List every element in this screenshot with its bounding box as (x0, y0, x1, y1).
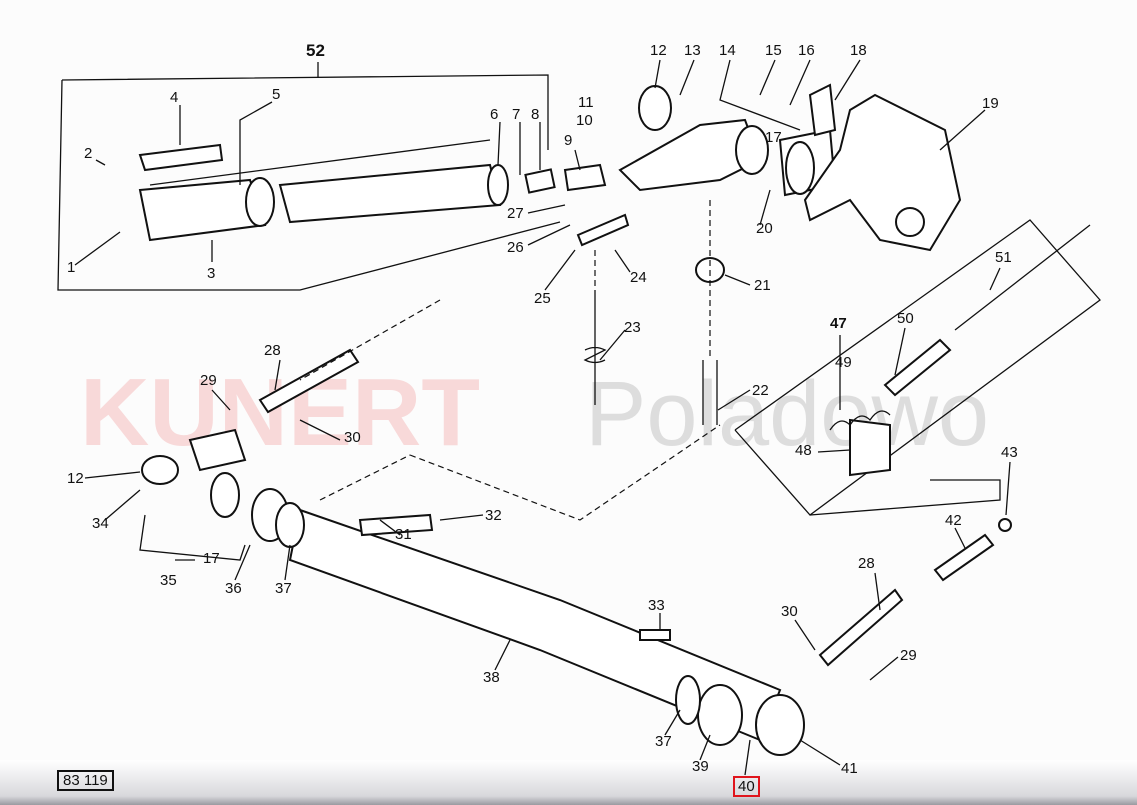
label-52: 52 (306, 41, 325, 60)
label-8: 8 (531, 106, 539, 123)
rod-51 (954, 224, 1091, 331)
label-5: 5 (272, 86, 280, 103)
label-34: 34 (92, 515, 109, 532)
label-16: 16 (798, 42, 815, 59)
label-6: 6 (490, 106, 498, 123)
block-48 (849, 418, 891, 477)
page-footer (0, 760, 1137, 805)
label-37: 37 (275, 580, 292, 597)
label-26: 26 (507, 239, 524, 256)
label-17-lower: 17 (203, 550, 220, 567)
label-33: 33 (648, 597, 665, 614)
label-13: 13 (684, 42, 701, 59)
label-10: 10 (576, 112, 593, 129)
label-2: 2 (84, 145, 92, 162)
label-24: 24 (630, 269, 647, 286)
label-28: 28 (264, 342, 281, 359)
leader-lines (74, 59, 1011, 776)
label-12-lower: 12 (67, 470, 84, 487)
label-21: 21 (754, 277, 771, 294)
label-15: 15 (765, 42, 782, 59)
label-19: 19 (982, 95, 999, 112)
label-9: 9 (564, 132, 572, 149)
label-47: 47 (830, 315, 847, 332)
group-35-bracket (139, 514, 246, 561)
label-39: 39 (692, 758, 709, 775)
lower-shaft-assembly (141, 348, 904, 756)
label-48: 48 (795, 442, 812, 459)
label-7: 7 (512, 106, 520, 123)
label-12: 12 (650, 42, 667, 59)
label-36: 36 (225, 580, 242, 597)
linkage-dashed-lines (299, 299, 721, 521)
label-17: 17 (765, 129, 782, 146)
group-47-frame (734, 219, 1101, 516)
label-35: 35 (160, 572, 177, 589)
label-27: 27 (507, 205, 524, 222)
label-32: 32 (485, 507, 502, 524)
figure-reference-box: 83 119 (57, 770, 114, 791)
upper-tube-assembly (138, 139, 607, 242)
label-25: 25 (534, 290, 551, 307)
label-30: 30 (344, 429, 361, 446)
lever-arm (618, 83, 962, 252)
sleeve-42 (933, 533, 995, 582)
label-42: 42 (945, 512, 962, 529)
label-3: 3 (207, 265, 215, 282)
page-number: 40 (733, 776, 760, 797)
watermark-place: Poladowo (585, 363, 989, 465)
label-41: 41 (841, 760, 858, 777)
label-23: 23 (624, 319, 641, 336)
label-50: 50 (897, 310, 914, 327)
label-31: 31 (395, 526, 412, 543)
label-14: 14 (719, 42, 736, 59)
label-28-lower: 28 (858, 555, 875, 572)
callout-labels: 52 1 2 3 4 5 6 7 8 9 10 11 12 13 14 15 1… (67, 41, 1018, 777)
label-18: 18 (850, 42, 867, 59)
label-1: 1 (67, 259, 75, 276)
label-51: 51 (995, 249, 1012, 266)
label-4: 4 (170, 89, 178, 106)
label-37-lower: 37 (655, 733, 672, 750)
label-29: 29 (200, 372, 217, 389)
label-38: 38 (483, 669, 500, 686)
sleeve-50 (883, 338, 952, 397)
nut-43 (998, 518, 1012, 532)
group-42-43-bracket (809, 479, 1001, 516)
watermark-brand: KUNERT (80, 359, 480, 466)
label-11: 11 (578, 94, 594, 111)
group-52-frame (57, 74, 561, 291)
label-29-lower: 29 (900, 647, 917, 664)
label-49: 49 (835, 354, 852, 371)
label-22: 22 (752, 382, 769, 399)
label-20: 20 (756, 220, 773, 237)
small-parts (576, 200, 725, 425)
spring-49 (829, 410, 891, 431)
label-30-lower: 30 (781, 603, 798, 620)
label-43: 43 (1001, 444, 1018, 461)
